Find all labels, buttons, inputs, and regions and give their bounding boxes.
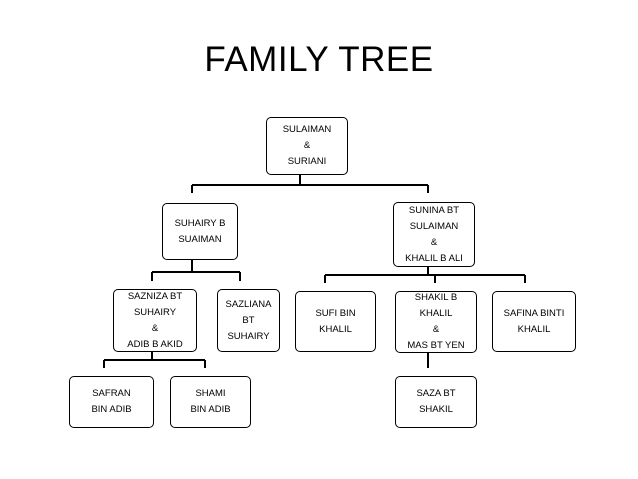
person-name-line: KHALIL [517,323,551,335]
person-box-sunina-khalil: SUNINA BT SULAIMAN & KHALIL B ALI [393,202,475,267]
person-name-line: & [303,140,311,151]
person-box-sulaiman-suriani: SULAIMAN & SURIANI [266,117,348,175]
person-name-line: & [151,322,159,334]
person-name-line: & [430,236,438,248]
person-name-line: SUFI BIN [315,307,356,319]
person-name-line: KHALIL [419,308,453,319]
person-name-line: SUHAIRY [227,330,270,342]
person-box-sazliana: SAZLIANA BT SUHAIRY [217,289,280,352]
person-box-saza: SAZA BT SHAKIL [395,376,477,428]
person-box-sazniza-adib: SAZNIZA BT SUHAIRY & ADIB B AKID [113,289,197,352]
person-name-line: SAZLIANA [225,298,272,310]
person-name-line: SULAIMAN [282,124,332,135]
person-name-line: KHALIL [319,323,352,335]
person-name-line: BIN ADIB [91,404,132,415]
person-name-line: SURIANI [287,156,327,167]
person-name-line: SULAIMAN [409,220,459,232]
person-name-line: BIN ADIB [190,404,231,415]
person-box-shakil-mas: SHAKIL B KHALIL & MAS BT YEN [395,291,477,353]
person-name-line: SUAIMAN [178,233,222,245]
person-name-line: MAS BT YEN [407,340,465,351]
person-box-shami: SHAMI BIN ADIB [170,376,251,428]
person-name-line: SAFINA BINTI [503,307,565,319]
person-name-line: SHAMI [195,388,226,399]
person-name-line: SAZNIZA BT [127,290,183,302]
person-name-line: SUHAIRY B [174,217,226,229]
person-name-line: SHAKIL [419,404,453,415]
person-box-safran: SAFRAN BIN ADIB [69,376,154,428]
person-name-line: SAZA BT [416,388,456,399]
person-name-line: KHALIL B ALI [405,252,463,264]
person-name-line: ADIB B AKID [127,338,183,350]
person-box-suhairy-suaiman: SUHAIRY B SUAIMAN [162,203,238,260]
person-box-sufi: SUFI BIN KHALIL [295,291,376,352]
person-name-line: SHAKIL B [414,292,458,303]
person-name-line: BT [242,314,255,326]
person-name-line: & [432,324,440,335]
page-title: FAMILY TREE [204,40,434,79]
person-name-line: SUHAIRY [133,306,177,318]
person-box-safina: SAFINA BINTI KHALIL [492,291,576,352]
person-name-line: SUNINA BT [408,204,460,216]
person-name-line: SAFRAN [92,388,131,399]
